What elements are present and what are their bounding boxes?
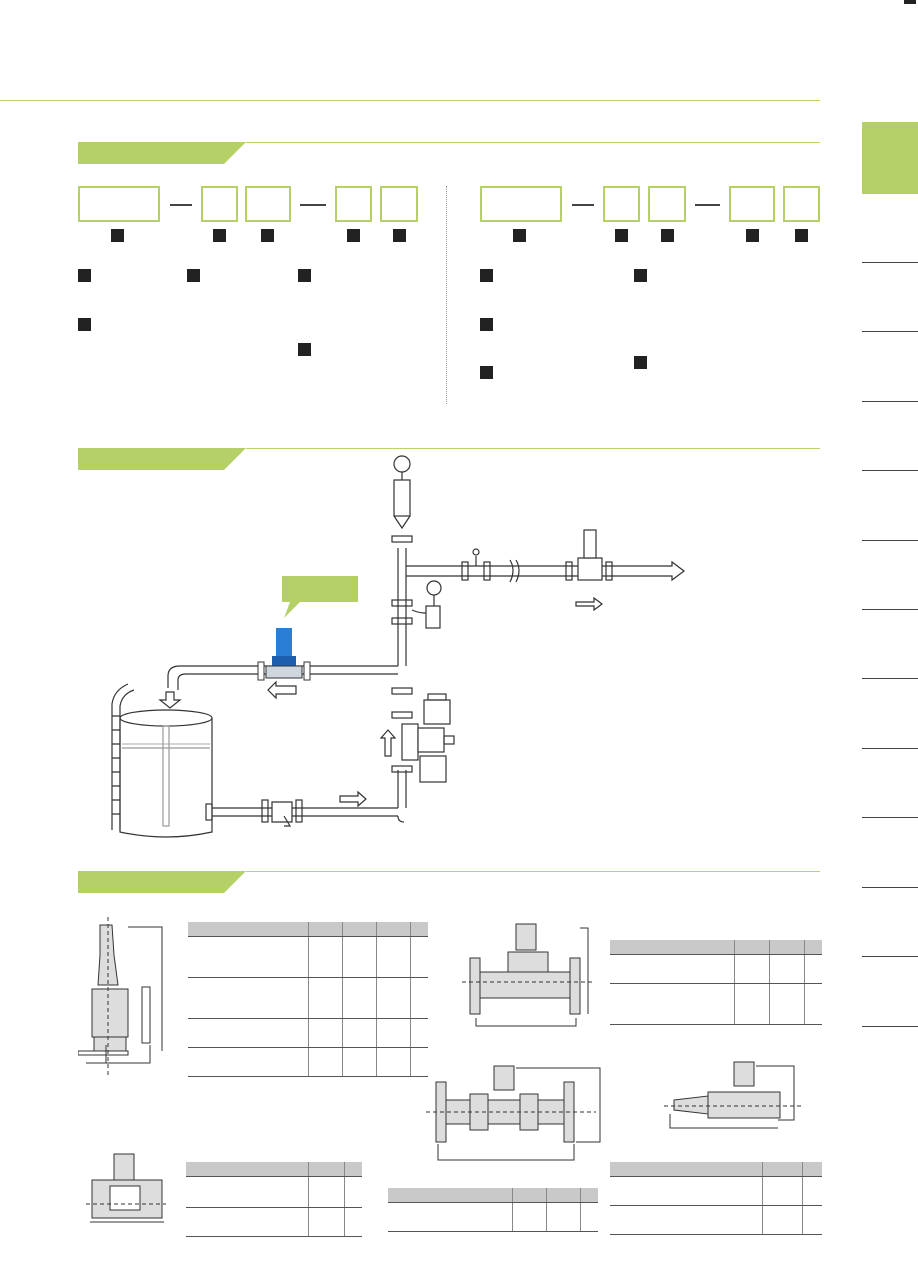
code-marker <box>615 229 628 242</box>
legend-marker <box>78 269 91 282</box>
section-header-3 <box>78 871 820 893</box>
side-tab-divider <box>862 401 918 402</box>
side-tab-divider <box>862 609 918 610</box>
side-tab-divider <box>862 678 918 679</box>
legend-marker <box>480 318 493 331</box>
code-marker <box>795 229 808 242</box>
dimension-drawing-5 <box>86 1153 166 1223</box>
code-marker <box>347 229 360 242</box>
spec-table-1 <box>188 922 428 1077</box>
side-tab-divider <box>862 1026 918 1027</box>
legend-marker <box>634 356 647 369</box>
code-box <box>201 186 238 222</box>
legend-marker <box>78 318 91 331</box>
code-marker <box>261 229 274 242</box>
code-marker <box>393 229 406 242</box>
code-marker <box>213 229 226 242</box>
side-tab-divider <box>862 956 918 957</box>
spec-table-4 <box>388 1188 598 1232</box>
code-marker <box>111 229 124 242</box>
code-box <box>245 186 291 222</box>
section-header-1 <box>78 142 820 164</box>
code-box <box>783 186 820 222</box>
spec-table-5 <box>610 1162 822 1235</box>
code-box <box>380 186 418 222</box>
dimension-drawing-1 <box>78 917 163 1075</box>
code-box <box>729 186 775 222</box>
section-header-2 <box>78 448 820 470</box>
side-tab-divider <box>862 887 918 888</box>
code-dash <box>300 204 326 206</box>
code-dash <box>572 204 594 206</box>
code-dash <box>170 204 192 206</box>
code-box <box>603 186 640 222</box>
code-marker <box>661 229 674 242</box>
piping-system-diagram <box>111 455 685 838</box>
corner-mark <box>904 0 916 4</box>
legend-marker <box>480 366 493 379</box>
code-marker <box>513 229 526 242</box>
dimension-drawing-2 <box>462 923 592 1027</box>
legend-marker <box>634 269 647 282</box>
side-tab-divider <box>862 262 918 263</box>
side-tab-divider <box>862 817 918 818</box>
side-tab-active[interactable] <box>862 122 918 194</box>
code-dash <box>695 204 720 206</box>
code-box <box>335 186 372 222</box>
legend-marker <box>298 343 311 356</box>
dimension-drawing-4 <box>664 1061 804 1129</box>
legend-marker <box>187 269 200 282</box>
column-divider <box>446 186 447 404</box>
code-marker <box>746 229 759 242</box>
code-box <box>78 186 160 222</box>
spec-table-3 <box>186 1162 362 1237</box>
side-tab-divider <box>862 748 918 749</box>
code-box <box>648 186 686 222</box>
legend-marker <box>298 269 311 282</box>
code-box <box>480 186 562 222</box>
spec-table-2 <box>610 940 822 1025</box>
side-tab-divider <box>862 540 918 541</box>
side-tab-divider <box>862 470 918 471</box>
header-rule <box>0 100 820 101</box>
dimension-drawing-3 <box>426 1065 601 1161</box>
legend-marker <box>480 269 493 282</box>
side-tab-divider <box>862 331 918 332</box>
